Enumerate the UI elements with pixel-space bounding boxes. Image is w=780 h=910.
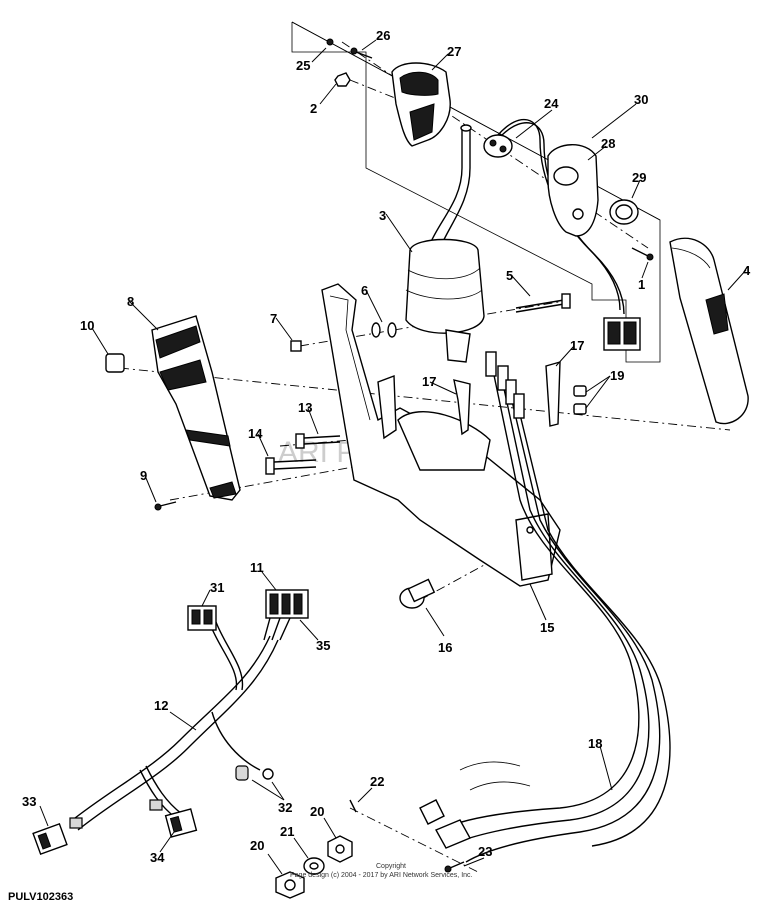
part-20-nut-lower [275,871,305,899]
callout-29: 29 [632,170,646,185]
callout-1: 1 [638,277,645,292]
part-29-cap [609,199,639,225]
part-33-connector [32,822,68,856]
callout-8: 8 [127,294,134,309]
callout-22: 22 [370,774,384,789]
callout-25: 25 [296,58,310,73]
part-19-clips [573,385,587,415]
copyright-line-2: Page design (c) 2004 - 2017 by ARI Netwo… [290,872,473,879]
callout-14: 14 [248,426,263,441]
part-22-pin [349,799,357,813]
part-25-screw [326,38,334,46]
callout-33: 33 [22,794,36,809]
part-1-screw [631,247,654,261]
callout-3: 3 [379,208,386,223]
callout-labels: 1 2 3 4 5 6 7 8 9 10 11 12 13 14 15 16 1… [22,28,751,865]
callout-30: 30 [634,92,648,107]
callout-7: 7 [270,311,277,326]
callout-34: 34 [150,850,165,865]
callout-11: 11 [250,560,264,575]
part-3-control-lever [405,124,485,363]
part-35-wires [263,617,291,641]
part-17-clip-right [545,361,561,427]
part-28-bezel [547,144,599,237]
callout-35: 35 [316,638,330,653]
part-21-washer [303,857,325,875]
callout-5: 5 [506,268,513,283]
callout-6: 6 [361,283,368,298]
callout-12: 12 [154,698,168,713]
part-11-connector [265,589,309,619]
callout-4: 4 [743,263,751,278]
callout-10: 10 [80,318,94,333]
callout-18: 18 [588,736,602,751]
callout-24: 24 [544,96,559,111]
callout-21: 21 [280,824,294,839]
callout-26: 26 [376,28,390,43]
part-31-connector [187,605,217,631]
callout-28: 28 [601,136,615,151]
callout-27: 27 [447,44,461,59]
callout-13: 13 [298,400,312,415]
callout-15: 15 [540,620,554,635]
part-23-screw [444,861,465,873]
callout-17-right: 17 [570,338,584,353]
part-13-bolt [295,433,341,449]
assembly-30-connector [603,317,641,351]
callout-32: 32 [278,800,292,815]
part-6-washers [371,322,397,338]
part-18-cables [419,351,671,863]
part-20-nut-upper [327,835,353,863]
part-14-bolt [265,457,317,475]
callout-19: 19 [610,368,624,383]
part-8-side-cover [151,315,241,501]
part-10-plug [105,353,125,373]
part-34-connector [164,808,198,838]
callout-23: 23 [478,844,492,859]
part-16-flange-bolt [399,578,436,609]
figure-id: PULV102363 [8,891,73,903]
callout-9: 9 [140,468,147,483]
part-26-screw [350,47,373,59]
part-5-bolt [515,293,571,313]
callout-16: 16 [438,640,452,655]
part-4-handle-cover [669,237,749,425]
callout-17-left: 17 [422,374,436,389]
callout-20-upper: 20 [310,804,324,819]
copyright-line-1: Copyright [376,863,406,870]
part-2-nut [334,72,351,87]
part-9-screw [154,501,177,511]
part-17-clip-left [453,379,471,436]
part-7-nut [290,340,302,352]
leader-lines [39,39,747,875]
callout-2: 2 [310,101,317,116]
part-27-knob-housing [391,62,451,147]
callout-20-lower: 20 [250,838,264,853]
callout-31: 31 [210,580,224,595]
part-12-wiring-harness [69,621,279,831]
assembly-30-outline [291,21,661,363]
